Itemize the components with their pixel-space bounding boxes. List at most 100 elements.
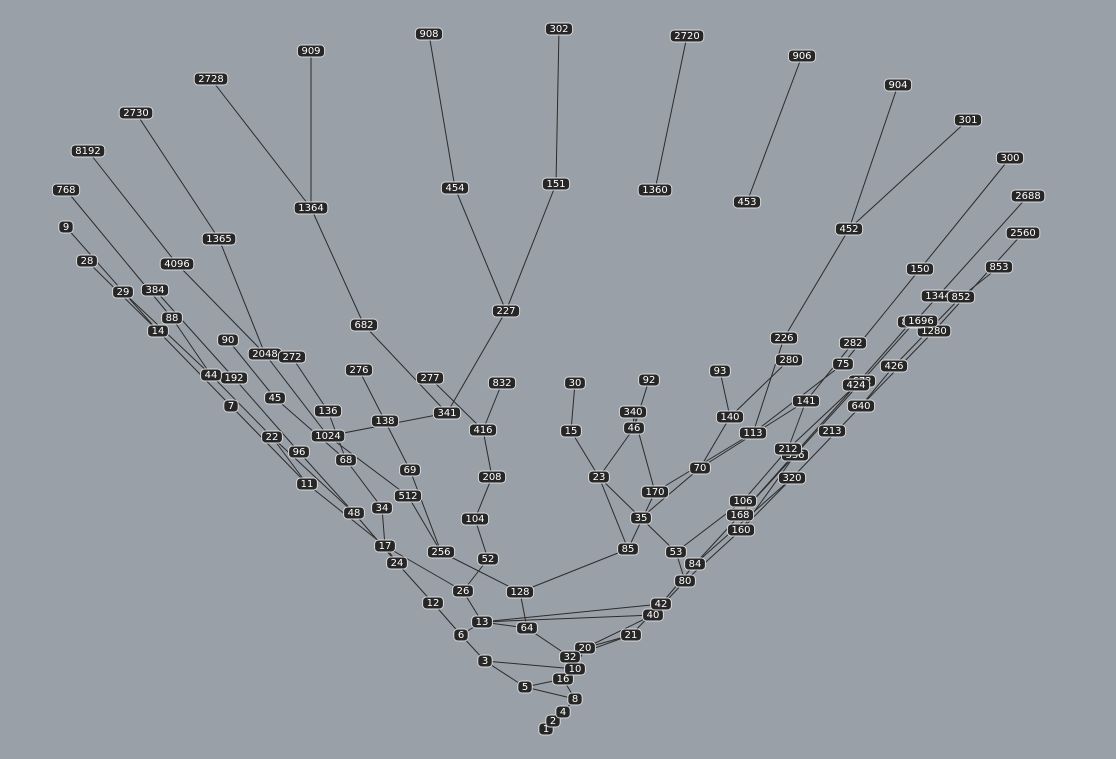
- node-70[interactable]: 70: [689, 461, 711, 475]
- node-42[interactable]: 42: [650, 597, 672, 611]
- node-88[interactable]: 88: [161, 311, 183, 325]
- node-1696[interactable]: 1696: [903, 314, 939, 328]
- node-6[interactable]: 6: [453, 628, 469, 642]
- node-151[interactable]: 151: [541, 177, 571, 191]
- node-160[interactable]: 160: [726, 523, 756, 537]
- node-341[interactable]: 341: [432, 406, 462, 420]
- node-22[interactable]: 22: [261, 430, 283, 444]
- node-2048[interactable]: 2048: [247, 347, 283, 361]
- node-29[interactable]: 29: [112, 285, 134, 299]
- node-320[interactable]: 320: [777, 471, 807, 485]
- node-53[interactable]: 53: [665, 545, 687, 559]
- node-453[interactable]: 453: [732, 195, 762, 209]
- node-23[interactable]: 23: [588, 470, 610, 484]
- node-192[interactable]: 192: [219, 371, 249, 385]
- node-84[interactable]: 84: [684, 557, 706, 571]
- node-80[interactable]: 80: [674, 574, 696, 588]
- node-212[interactable]: 212: [773, 442, 803, 456]
- node-640[interactable]: 640: [846, 399, 876, 413]
- node-512[interactable]: 512: [393, 489, 423, 503]
- node-150[interactable]: 150: [905, 262, 935, 276]
- node-140[interactable]: 140: [715, 410, 745, 424]
- node-768[interactable]: 768: [51, 183, 81, 197]
- node-52[interactable]: 52: [477, 552, 499, 566]
- node-34[interactable]: 34: [371, 501, 393, 515]
- node-85[interactable]: 85: [617, 542, 639, 556]
- node-141[interactable]: 141: [791, 394, 821, 408]
- node-16[interactable]: 16: [552, 672, 574, 686]
- node-1344[interactable]: 1344: [920, 289, 956, 303]
- node-68[interactable]: 68: [335, 453, 357, 467]
- node-282[interactable]: 282: [838, 336, 868, 350]
- node-4096[interactable]: 4096: [159, 257, 195, 271]
- node-416[interactable]: 416: [468, 423, 498, 437]
- node-5[interactable]: 5: [517, 680, 533, 694]
- node-136[interactable]: 136: [313, 404, 343, 418]
- node-15[interactable]: 15: [560, 424, 582, 438]
- node-75[interactable]: 75: [832, 357, 854, 371]
- node-302[interactable]: 302: [544, 22, 574, 36]
- node-7[interactable]: 7: [223, 399, 239, 413]
- node-28[interactable]: 28: [76, 254, 98, 268]
- node-128[interactable]: 128: [505, 585, 535, 599]
- node-32[interactable]: 32: [559, 650, 581, 664]
- node-454[interactable]: 454: [440, 181, 470, 195]
- node-272[interactable]: 272: [277, 350, 307, 364]
- node-12[interactable]: 12: [422, 596, 444, 610]
- node-44[interactable]: 44: [200, 368, 222, 382]
- node-832[interactable]: 832: [487, 376, 517, 390]
- node-301[interactable]: 301: [953, 113, 983, 127]
- node-277[interactable]: 277: [415, 371, 445, 385]
- node-227[interactable]: 227: [491, 304, 521, 318]
- node-226[interactable]: 226: [769, 331, 799, 345]
- node-300[interactable]: 300: [995, 151, 1025, 165]
- node-8[interactable]: 8: [567, 692, 583, 706]
- node-17[interactable]: 17: [374, 539, 396, 553]
- node-10[interactable]: 10: [564, 662, 586, 676]
- node-30[interactable]: 30: [564, 376, 586, 390]
- node-3[interactable]: 3: [477, 654, 493, 668]
- node-1364[interactable]: 1364: [293, 201, 329, 215]
- node-9[interactable]: 9: [58, 220, 74, 234]
- node-4[interactable]: 4: [555, 705, 571, 719]
- node-2[interactable]: 2: [545, 714, 561, 728]
- node-8192[interactable]: 8192: [70, 144, 106, 158]
- node-113[interactable]: 113: [738, 426, 768, 440]
- node-170[interactable]: 170: [640, 485, 670, 499]
- node-852[interactable]: 852: [946, 290, 976, 304]
- node-904[interactable]: 904: [883, 78, 913, 92]
- node-424[interactable]: 424: [841, 378, 871, 392]
- node-909[interactable]: 909: [296, 44, 326, 58]
- node-2720[interactable]: 2720: [669, 29, 705, 43]
- node-14[interactable]: 14: [147, 324, 169, 338]
- node-384[interactable]: 384: [140, 283, 170, 297]
- node-682[interactable]: 682: [349, 318, 379, 332]
- node-2560[interactable]: 2560: [1005, 226, 1041, 240]
- node-276[interactable]: 276: [344, 363, 374, 377]
- node-69[interactable]: 69: [399, 463, 421, 477]
- node-35[interactable]: 35: [630, 511, 652, 525]
- node-90[interactable]: 90: [217, 333, 239, 347]
- node-20[interactable]: 20: [574, 641, 596, 655]
- node-426[interactable]: 426: [879, 359, 909, 373]
- node-2728[interactable]: 2728: [193, 72, 229, 86]
- node-2730[interactable]: 2730: [118, 106, 154, 120]
- node-106[interactable]: 106: [728, 494, 758, 508]
- node-452[interactable]: 452: [834, 222, 864, 236]
- node-24[interactable]: 24: [386, 556, 408, 570]
- node-280[interactable]: 280: [774, 353, 804, 367]
- node-13[interactable]: 13: [471, 615, 493, 629]
- node-45[interactable]: 45: [264, 391, 286, 405]
- node-208[interactable]: 208: [477, 470, 507, 484]
- node-104[interactable]: 104: [460, 512, 490, 526]
- node-48[interactable]: 48: [343, 506, 365, 520]
- node-138[interactable]: 138: [370, 414, 400, 428]
- node-2688[interactable]: 2688: [1010, 189, 1046, 203]
- node-213[interactable]: 213: [817, 424, 847, 438]
- node-11[interactable]: 11: [296, 477, 318, 491]
- node-92[interactable]: 92: [638, 373, 660, 387]
- node-26[interactable]: 26: [452, 584, 474, 598]
- node-340[interactable]: 340: [618, 405, 648, 419]
- node-64[interactable]: 64: [516, 621, 538, 635]
- node-93[interactable]: 93: [709, 364, 731, 378]
